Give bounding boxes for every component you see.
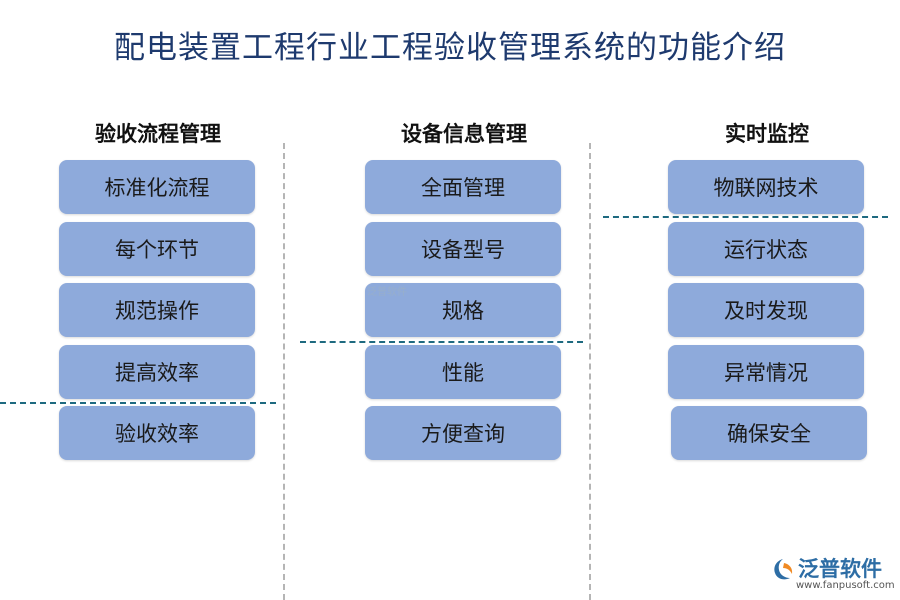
logo-url: www.fanpusoft.com	[796, 580, 895, 591]
column-heading-acceptance-process: 验收流程管理	[95, 121, 221, 146]
box-iot-technology: 物联网技术	[668, 160, 864, 214]
box-running-status: 运行状态	[668, 222, 864, 276]
dashed-rule	[0, 402, 276, 404]
logo-name: 泛普软件	[798, 557, 882, 581]
column-heading-realtime-monitoring: 实时监控	[725, 121, 809, 146]
box-equipment-model: 设备型号	[365, 222, 561, 276]
page-title: 配电装置工程行业工程验收管理系统的功能介绍	[114, 30, 786, 66]
box-easy-query: 方便查询	[365, 406, 561, 460]
box-standard-operation: 规范操作	[59, 283, 255, 337]
fanpusoft-logo: 泛普软件 www.fanpusoft.com	[770, 553, 895, 597]
watermark: 泛普软件	[367, 287, 407, 298]
box-abnormal-conditions: 异常情况	[668, 345, 864, 399]
column-divider	[283, 143, 285, 600]
box-standard-process: 标准化流程	[59, 160, 255, 214]
column-divider	[589, 143, 591, 600]
dashed-rule	[300, 341, 583, 343]
box-performance: 性能	[365, 345, 561, 399]
box-acceptance-efficiency: 验收效率	[59, 406, 255, 460]
box-every-step: 每个环节	[59, 222, 255, 276]
dashed-rule	[603, 216, 888, 218]
box-improve-efficiency: 提高效率	[59, 345, 255, 399]
box-specification: 规格	[365, 283, 561, 337]
box-full-management: 全面管理	[365, 160, 561, 214]
column-heading-equipment-info: 设备信息管理	[401, 121, 527, 146]
logo-icon	[774, 559, 793, 580]
box-timely-detection: 及时发现	[668, 283, 864, 337]
box-ensure-safety: 确保安全	[671, 406, 867, 460]
